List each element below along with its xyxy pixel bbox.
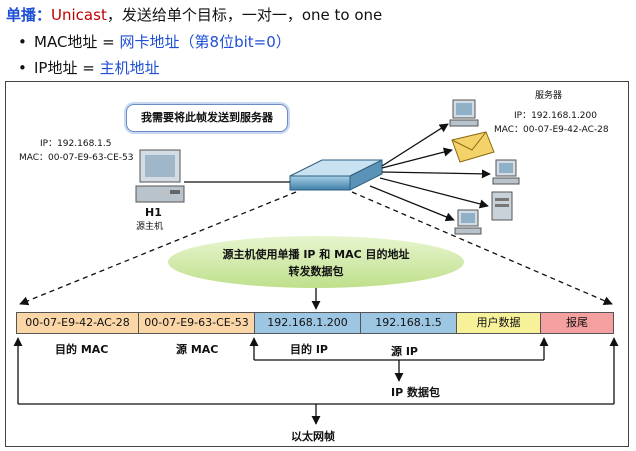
bullet-ip: • IP地址 = 主机地址 bbox=[18, 57, 160, 79]
frame-field-user-data: 用户数据 bbox=[457, 313, 541, 333]
ellipse-line-1: 源主机使用单播 IP 和 MAC 目的地址 bbox=[222, 248, 410, 261]
source-mac: MAC：00-07-E9-63-CE-53 bbox=[19, 153, 134, 163]
title-term: Unicast bbox=[51, 6, 107, 24]
source-name: H1 bbox=[145, 206, 162, 219]
monitor-icon bbox=[454, 209, 482, 235]
switch-icon bbox=[289, 159, 383, 191]
dashed-arrow bbox=[351, 191, 613, 305]
server-ip: IP：192.168.1.200 bbox=[514, 111, 597, 121]
monitor-icon bbox=[449, 99, 479, 127]
label-src-mac: 源 MAC bbox=[176, 343, 219, 356]
server-mac: MAC：00-07-E9-42-AC-28 bbox=[494, 125, 609, 135]
title-line: 单播：Unicast，发送给单个目标，一对一，one to one bbox=[6, 4, 382, 26]
link-arrow bbox=[369, 185, 455, 222]
frame-field-dest-ip: 192.168.1.200 bbox=[255, 313, 361, 333]
dashed-arrow bbox=[19, 191, 297, 306]
title-colon: ： bbox=[36, 6, 52, 24]
frame-field-trailer: 报尾 bbox=[541, 313, 613, 333]
label-dest-mac: 目的 MAC bbox=[55, 343, 109, 356]
bullet-mac-name: MAC地址 = bbox=[34, 33, 120, 51]
ellipse-line-2: 转发数据包 bbox=[288, 265, 344, 278]
link-arrow bbox=[381, 169, 491, 179]
title-description: ，发送给单个目标，一对一，one to one bbox=[106, 6, 383, 24]
label-src-ip: 源 IP bbox=[391, 345, 418, 358]
speech-callout: 我需要将此帧发送到服务器 bbox=[126, 104, 288, 132]
server-tower-icon bbox=[491, 191, 513, 221]
ethernet-frame: 00-07-E9-42-AC-28 00-07-E9-63-CE-53 192.… bbox=[16, 312, 614, 334]
ellipse-annotation bbox=[168, 236, 464, 288]
frame-field-dest-mac: 00-07-E9-42-AC-28 bbox=[17, 313, 139, 333]
server-title: 服务器 bbox=[535, 91, 563, 101]
ellipse-text: 源主机使用单播 IP 和 MAC 目的地址 转发数据包 bbox=[196, 246, 436, 280]
frame-field-src-ip: 192.168.1.5 bbox=[361, 313, 457, 333]
computer-icon bbox=[135, 149, 185, 203]
monitor-icon bbox=[492, 159, 520, 185]
label-ip-packet: IP 数据包 bbox=[391, 386, 440, 399]
source-ip: IP：192.168.1.5 bbox=[40, 139, 112, 149]
bullet-ip-value: 主机地址 bbox=[99, 59, 160, 77]
source-role: 源主机 bbox=[136, 222, 164, 232]
label-dest-ip: 目的 IP bbox=[290, 343, 328, 356]
title-keyword: 单播 bbox=[6, 6, 37, 24]
bullet-mac-value: 网卡地址（第8位bit=0） bbox=[119, 33, 291, 51]
link-arrow bbox=[379, 177, 489, 209]
link-arrow bbox=[381, 123, 449, 167]
bullet-ip-name: IP地址 = bbox=[34, 59, 100, 77]
envelope-icon bbox=[451, 131, 495, 163]
bullet-marker: • bbox=[18, 59, 27, 77]
bullet-mac: • MAC地址 = 网卡地址（第8位bit=0） bbox=[18, 31, 291, 53]
label-ethernet-frame: 以太网帧 bbox=[291, 430, 335, 443]
bullet-marker: • bbox=[18, 33, 27, 51]
link-arrow bbox=[381, 147, 453, 169]
frame-field-src-mac: 00-07-E9-63-CE-53 bbox=[139, 313, 255, 333]
